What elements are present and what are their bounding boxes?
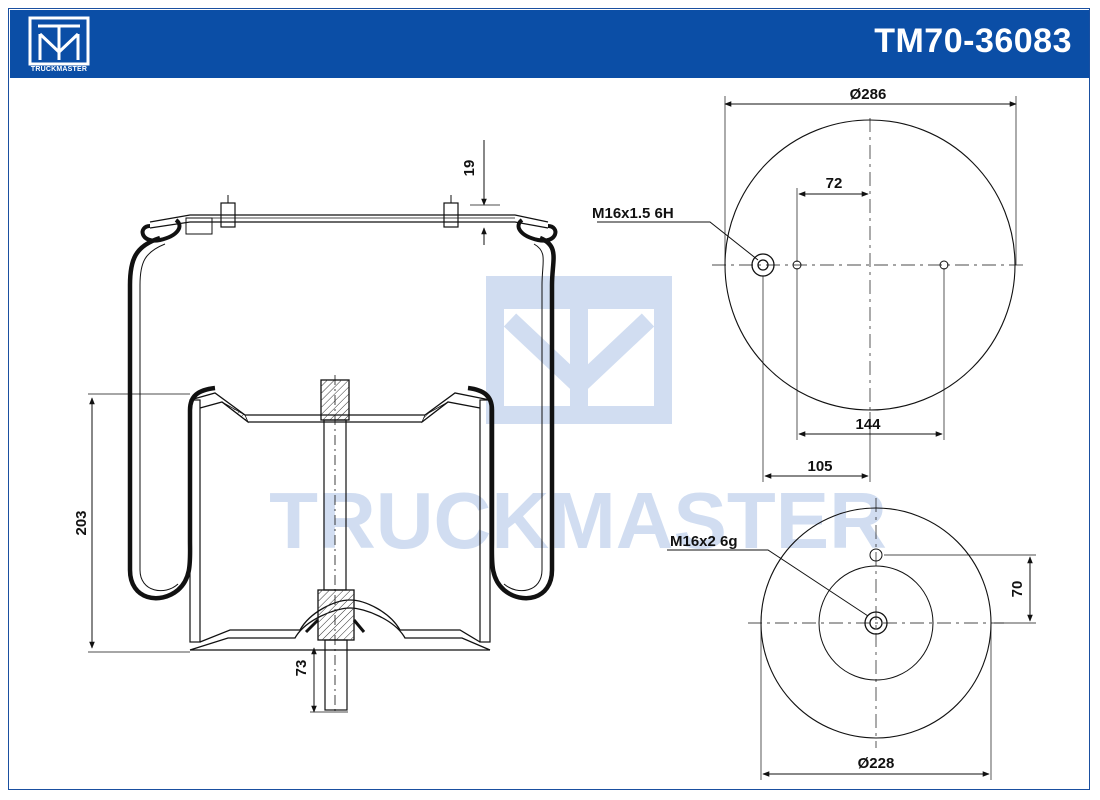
dim-top-diameter: Ø286 — [850, 86, 887, 103]
dim-spacing-144: 144 — [855, 416, 881, 433]
bottom-pin-hole-icon — [869, 548, 883, 562]
dim-top-offset: 19 — [461, 160, 478, 177]
watermark: TRUCKMASTER — [269, 276, 887, 565]
dim-bottom-diameter: Ø228 — [858, 755, 895, 772]
title-bar — [10, 10, 1090, 78]
drawing-frame — [8, 8, 1090, 790]
dim-offset-72: 72 — [826, 175, 843, 192]
bottom-plan-view — [667, 498, 1036, 780]
top-plan-view — [597, 96, 1028, 482]
side-view-dimensions — [88, 140, 500, 713]
callout-top-thread: M16x1.5 6H — [592, 205, 674, 222]
watermark-text: TRUCKMASTER — [269, 476, 887, 565]
bottom-thread-stud-icon — [864, 611, 888, 635]
part-number-title: TM70-36083 — [874, 22, 1072, 60]
watermark-logo-icon — [486, 276, 672, 424]
side-section-view — [127, 195, 558, 712]
logo-text: TRUCKMASTER — [30, 66, 88, 73]
truckmaster-logo-icon — [28, 16, 90, 66]
dim-offset-70: 70 — [1009, 581, 1026, 598]
dim-stud-length: 73 — [293, 660, 310, 677]
dim-height: 203 — [73, 510, 90, 535]
callout-bottom-thread: M16x2 6g — [670, 533, 738, 550]
dim-offset-105: 105 — [807, 458, 832, 475]
